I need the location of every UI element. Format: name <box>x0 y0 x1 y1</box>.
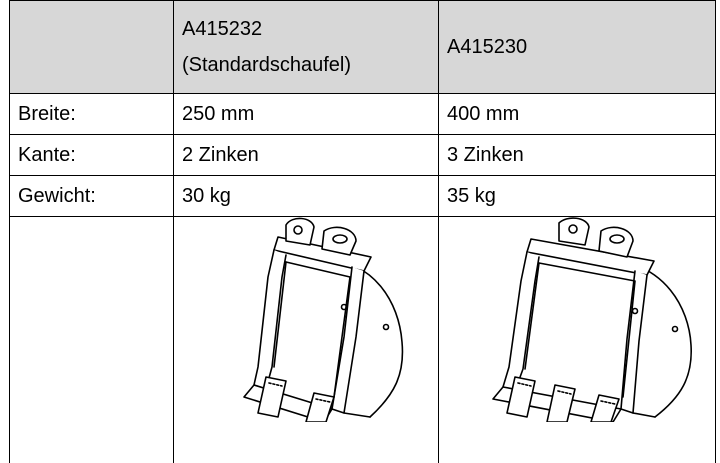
header-model-number: A415232 <box>182 11 438 47</box>
row-value-2: 35 kg <box>439 176 716 217</box>
header-model-subtitle: (Standardschaufel) <box>182 47 438 83</box>
row-value-2: 3 Zinken <box>439 135 716 176</box>
row-value-1: 2 Zinken <box>174 135 439 176</box>
row-label: Kante: <box>10 135 174 176</box>
image-blank-cell <box>10 217 174 463</box>
header-cell-a415230: A415230 <box>439 1 716 94</box>
image-cell-2 <box>439 217 716 463</box>
header-row: A415232 (Standardschaufel) A415230 <box>10 1 716 94</box>
header-cell-a415232: A415232 (Standardschaufel) <box>174 1 439 94</box>
row-label: Gewicht: <box>10 176 174 217</box>
table-row: Gewicht: 30 kg 35 kg <box>10 176 716 217</box>
row-label: Breite: <box>10 94 174 135</box>
bucket-2-teeth-illustration <box>174 217 436 422</box>
row-value-1: 250 mm <box>174 94 439 135</box>
row-value-2: 400 mm <box>439 94 716 135</box>
spec-table: A415232 (Standardschaufel) A415230 Breit… <box>9 0 716 463</box>
image-cell-1 <box>174 217 439 463</box>
image-row <box>10 217 716 463</box>
table-row: Kante: 2 Zinken 3 Zinken <box>10 135 716 176</box>
header-blank-cell <box>10 1 174 94</box>
bucket-3-teeth-illustration <box>439 217 713 422</box>
table-row: Breite: 250 mm 400 mm <box>10 94 716 135</box>
row-value-1: 30 kg <box>174 176 439 217</box>
